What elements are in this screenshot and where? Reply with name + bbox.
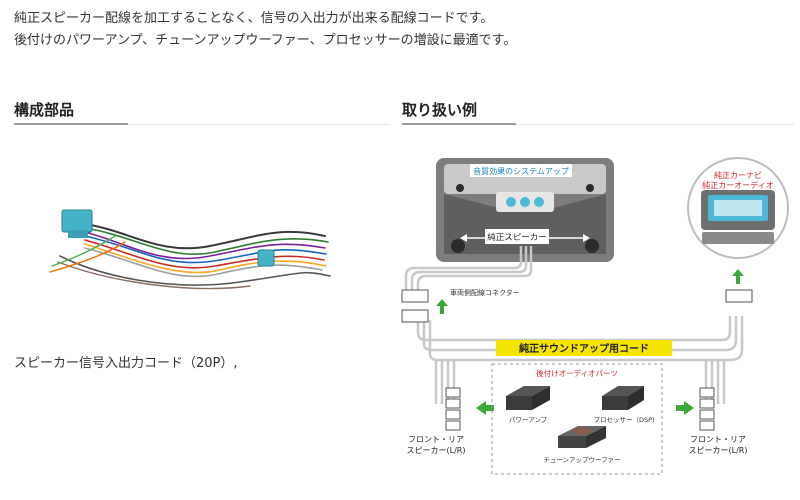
product-caption: スピーカー信号入出力コード（20P）, xyxy=(14,356,238,371)
up-arrow-icon xyxy=(732,269,744,284)
tuneup-woofer-label: チューンアップウーファー xyxy=(543,456,620,464)
speaker-left-label-2: スピーカー(L/R) xyxy=(407,446,466,455)
speaker-right-label-2: スピーカー(L/R) xyxy=(689,446,748,455)
wiring-harness-image xyxy=(49,209,331,290)
usage-diagram: 音質効果のシステムアップ 純正スピーカー 純正カーナビ 純正カーオーディオ 車両… xyxy=(401,157,789,475)
processor-label: プロセッサー（DSP) xyxy=(593,416,654,424)
vehicle-connector-label: 車両側配線コネクター xyxy=(450,288,520,297)
example-title: 取り扱い例 xyxy=(402,101,478,119)
system-up-label: 音質効果のシステムアップ xyxy=(473,166,569,176)
intro-line-1: 純正スピーカー配線を加工することなく、信号の入出力が出来る配線コードです。 xyxy=(14,11,494,26)
oem-navi-label-2: 純正カーオーディオ xyxy=(702,180,773,190)
speaker-right-label-1: フロント・リア xyxy=(690,435,746,444)
components-title: 構成部品 xyxy=(14,101,75,119)
cord-banner-bg xyxy=(496,340,672,356)
power-amp-illustration xyxy=(506,386,550,410)
vehicle-connector-top xyxy=(401,289,429,303)
aftermarket-parts-label: 後付けオーディオパーツ xyxy=(536,368,618,378)
left-arrow-icon xyxy=(476,401,494,415)
system-up-label-bg xyxy=(470,164,572,177)
intro-line-2: 後付けのパワーアンプ、チューンアップウーファー、プロセッサーの増設に最適です。 xyxy=(14,33,517,48)
navi-connector xyxy=(725,289,753,303)
oem-speaker-label: 純正スピーカー xyxy=(487,232,547,243)
intro-text: 純正スピーカー配線を加工することなく、信号の入出力が出来る配線コードです。 後付… xyxy=(14,8,516,52)
tuneup-woofer-illustration xyxy=(558,426,606,448)
example-divider xyxy=(402,123,794,125)
power-amp-label: パワーアンプ xyxy=(509,416,548,424)
aftermarket-parts-box xyxy=(491,363,663,475)
oem-navi-label-1: 純正カーナビ xyxy=(714,170,762,180)
right-arrow-icon xyxy=(676,401,694,415)
components-divider xyxy=(14,123,390,125)
vehicle-connector-bottom xyxy=(401,309,429,323)
cord-banner: 純正サウンドアップ用コード xyxy=(519,342,649,355)
up-arrow-icon xyxy=(436,299,448,314)
speaker-left-label-1: フロント・リア xyxy=(408,435,464,444)
processor-illustration xyxy=(602,386,644,410)
oem-navi-illustration xyxy=(687,157,789,259)
oem-speaker-label-bg xyxy=(485,229,549,244)
